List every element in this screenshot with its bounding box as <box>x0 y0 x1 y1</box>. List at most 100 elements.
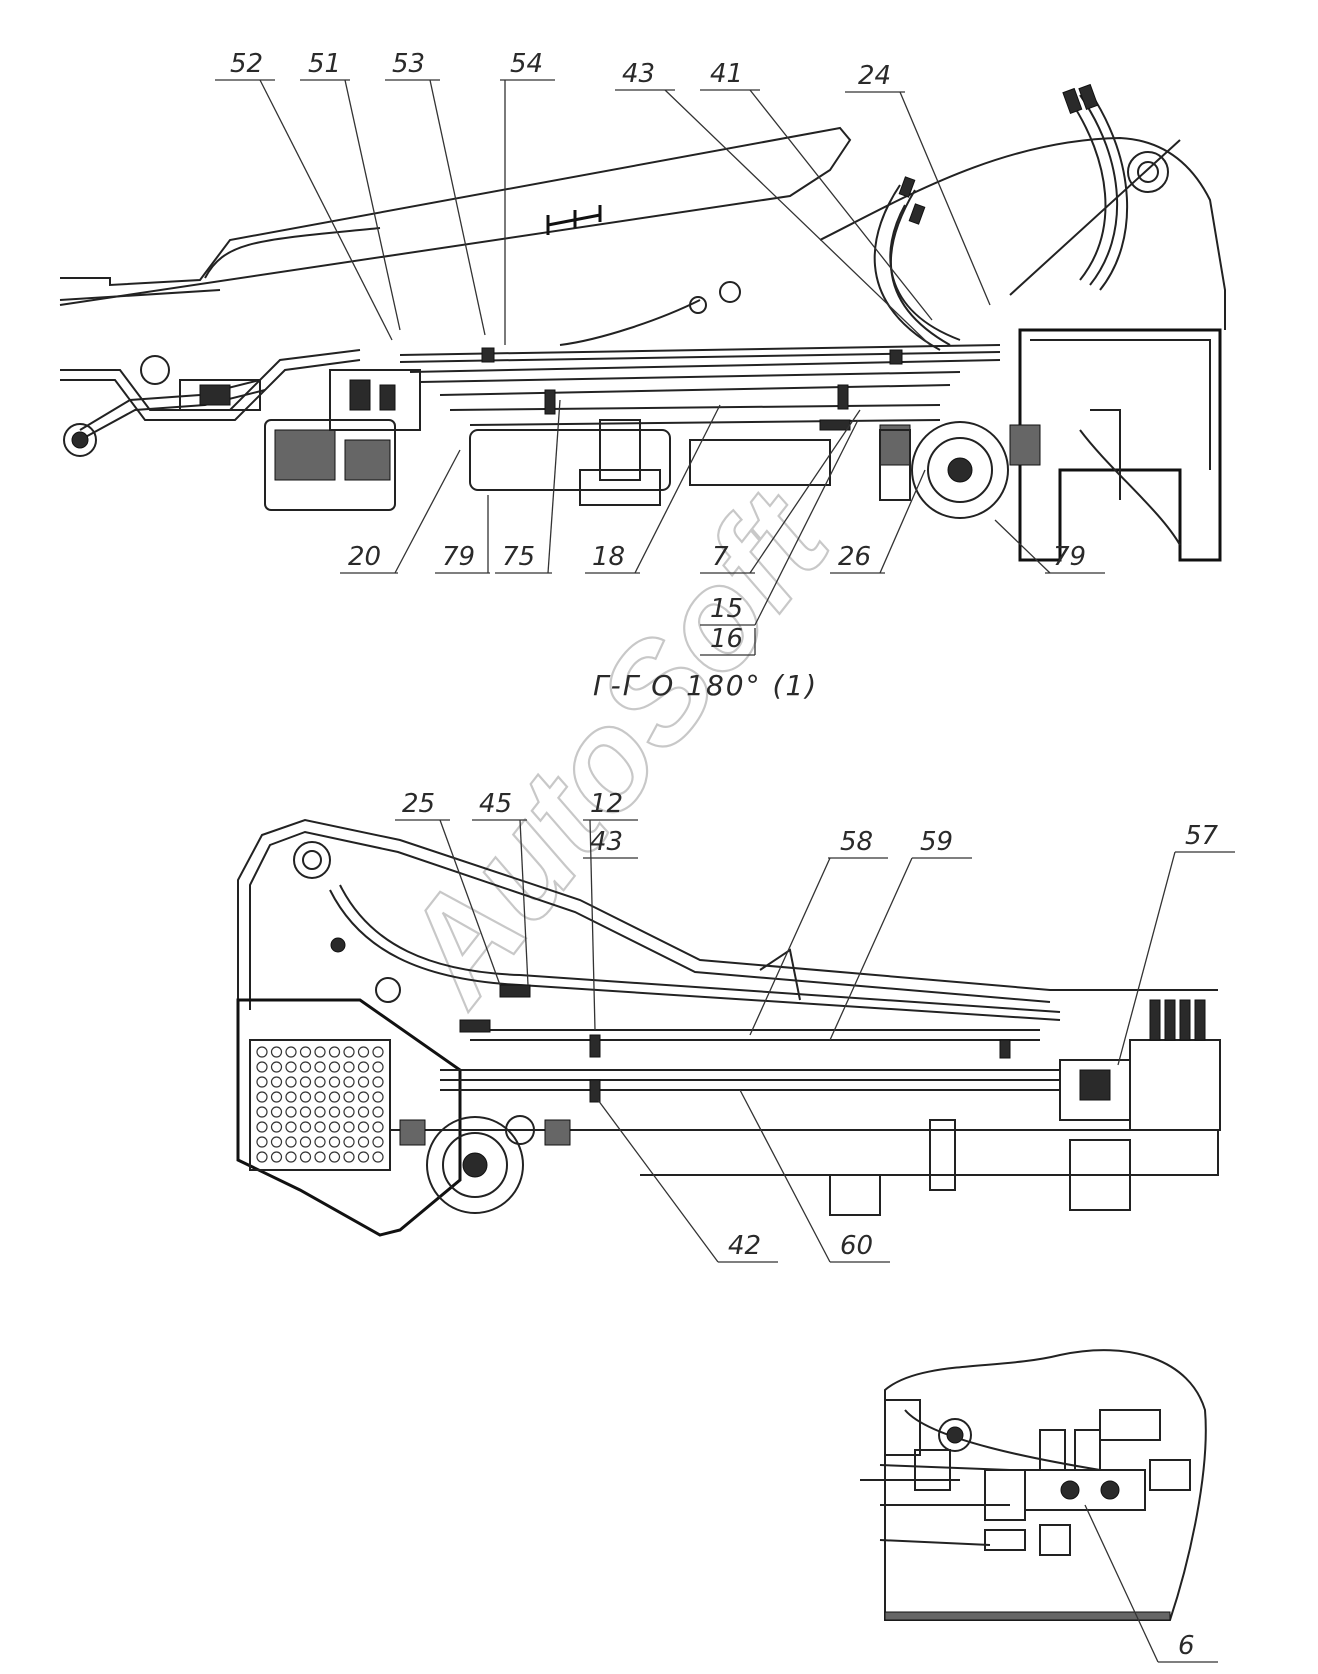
panel-hole <box>270 1121 283 1133</box>
callout-label: 75 <box>502 542 535 572</box>
panel-hole <box>256 1091 268 1103</box>
callout-label: 58 <box>840 827 873 857</box>
panel-hole <box>285 1121 297 1133</box>
top-view <box>59 83 1226 562</box>
panel-hole <box>343 1121 355 1133</box>
panel-hole <box>357 1061 370 1073</box>
panel-hole <box>256 1106 268 1118</box>
callout-label: 42 <box>728 1231 761 1261</box>
panel-hole <box>299 1091 312 1103</box>
panel-hole <box>343 1106 355 1118</box>
panel-hole <box>270 1136 283 1148</box>
panel-hole <box>314 1106 326 1118</box>
panel-hole <box>372 1136 384 1148</box>
panel-hole <box>372 1046 384 1058</box>
panel-hole <box>314 1061 326 1073</box>
panel-hole <box>299 1076 312 1088</box>
callout-label: 24 <box>858 61 891 91</box>
panel-hole <box>314 1151 326 1163</box>
panel-hole <box>343 1091 355 1103</box>
panel-hole <box>328 1091 341 1103</box>
panel-hole <box>372 1151 384 1163</box>
panel-hole <box>372 1076 384 1088</box>
panel-hole <box>270 1076 283 1088</box>
panel-hole <box>256 1076 268 1088</box>
callout-label: 6 <box>1178 1631 1195 1661</box>
panel-hole <box>256 1046 268 1058</box>
panel-hole <box>299 1061 312 1073</box>
callout-7: 7 <box>700 409 861 574</box>
perforated-panel <box>249 1039 391 1171</box>
panel-hole <box>256 1061 268 1073</box>
panel-hole <box>314 1121 326 1133</box>
panel-hole <box>270 1046 283 1058</box>
callout-20: 20 <box>340 449 461 574</box>
callout-54: 54 <box>500 49 555 345</box>
callout-26: 26 <box>830 469 926 574</box>
panel-hole <box>343 1061 355 1073</box>
callout-53: 53 <box>385 49 486 336</box>
callout-label: 26 <box>838 542 871 572</box>
callout-label: 15 <box>710 594 743 624</box>
panel-hole <box>270 1061 283 1073</box>
callout-label: 45 <box>479 789 512 819</box>
panel-hole <box>314 1076 326 1088</box>
panel-hole <box>328 1136 341 1148</box>
callout-24: 24 <box>845 61 991 306</box>
callout-45: 45 <box>472 789 529 986</box>
callout-label: 7 <box>712 542 729 572</box>
callout-label: 41 <box>710 59 743 89</box>
callout-label: 59 <box>920 827 953 857</box>
callout-label: 43 <box>622 59 655 89</box>
panel-hole <box>328 1121 341 1133</box>
panel-hole <box>357 1151 370 1163</box>
callout-label: 16 <box>710 624 743 654</box>
callout-label: 52 <box>230 49 263 79</box>
callout-25: 25 <box>395 789 501 986</box>
panel-hole <box>299 1046 312 1058</box>
detail-view-callouts: 6 <box>1084 1504 1218 1663</box>
callout-52: 52 <box>215 49 393 341</box>
callout-label: 20 <box>348 542 381 572</box>
callout-label: 18 <box>592 542 625 572</box>
panel-hole <box>314 1136 326 1148</box>
panel-hole <box>357 1121 370 1133</box>
panel-hole <box>299 1106 312 1118</box>
panel-hole <box>343 1136 355 1148</box>
panel-hole <box>285 1136 297 1148</box>
panel-hole <box>343 1151 355 1163</box>
panel-hole <box>285 1106 297 1118</box>
callout-label: 12 <box>590 789 623 819</box>
callout-42: 42 <box>597 1099 778 1263</box>
callout-12: 12 <box>583 789 638 1031</box>
panel-hole <box>328 1106 341 1118</box>
callout-16: 16 <box>700 624 756 656</box>
panel-hole <box>285 1046 297 1058</box>
panel-hole <box>372 1106 384 1118</box>
panel-hole <box>357 1046 370 1058</box>
panel-hole <box>372 1121 384 1133</box>
callout-51: 51 <box>300 49 401 331</box>
callout-43: 43 <box>615 59 931 346</box>
panel-hole <box>256 1136 268 1148</box>
callout-79-right: 79 <box>994 519 1105 574</box>
top-view-callouts: 52 51 53 54 43 41 24 <box>215 49 1105 656</box>
panel-hole <box>357 1106 370 1118</box>
callout-59: 59 <box>829 827 972 1041</box>
callout-6: 6 <box>1084 1504 1218 1663</box>
callout-15: 15 <box>700 419 859 626</box>
callout-41: 41 <box>700 59 933 321</box>
panel-hole <box>314 1046 326 1058</box>
panel-hole <box>328 1046 341 1058</box>
callout-60: 60 <box>739 1089 890 1263</box>
callout-18: 18 <box>585 404 721 574</box>
panel-hole <box>357 1076 370 1088</box>
panel-hole <box>256 1151 268 1163</box>
panel-hole <box>357 1091 370 1103</box>
panel-hole <box>270 1106 283 1118</box>
panel-hole <box>314 1091 326 1103</box>
panel-hole <box>299 1121 312 1133</box>
panel-hole <box>372 1061 384 1073</box>
panel-hole <box>270 1091 283 1103</box>
panel-hole <box>285 1151 297 1163</box>
